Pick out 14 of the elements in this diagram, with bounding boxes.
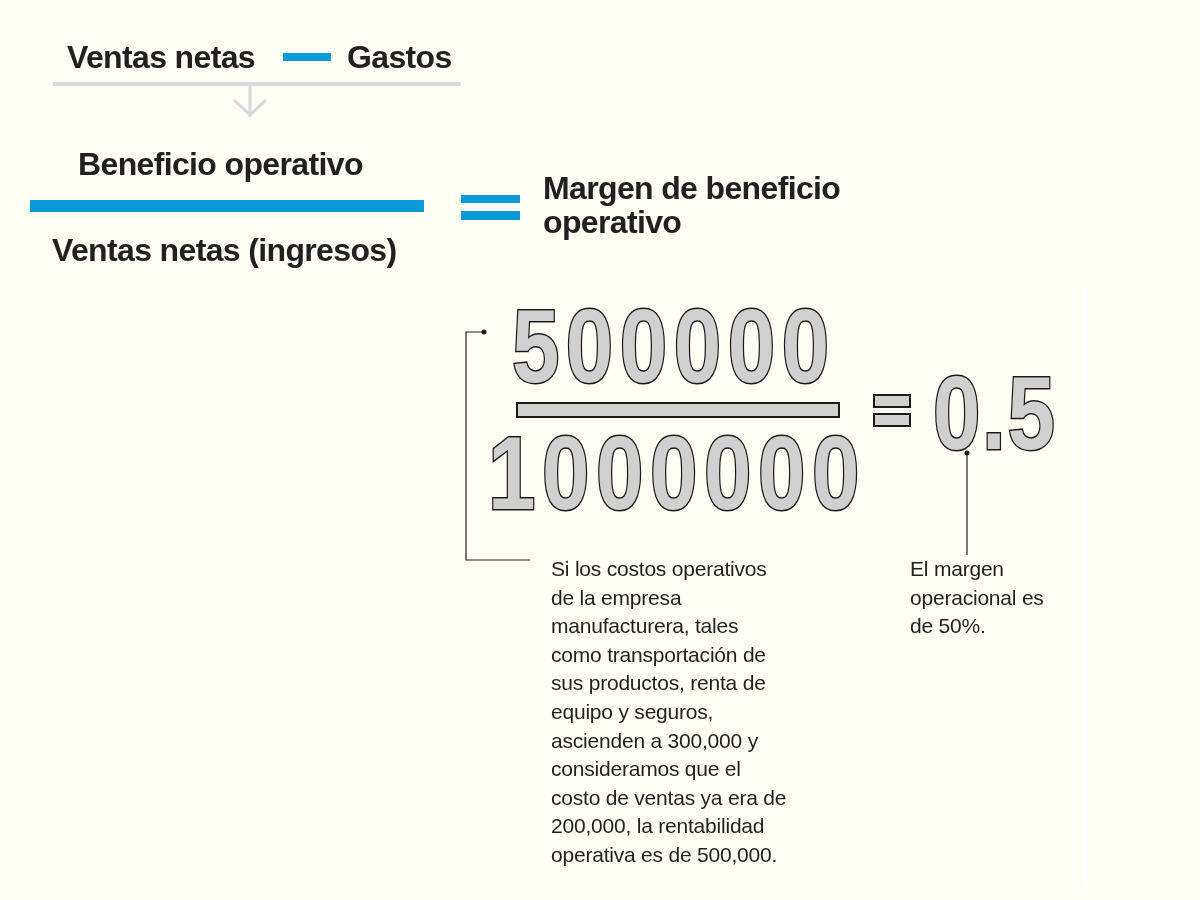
result-number: 0.5 <box>933 373 1057 453</box>
leader-line <box>964 450 970 556</box>
denominator-number: 1000000 <box>488 433 866 513</box>
fraction-bar <box>516 402 840 418</box>
numerator-label: Beneficio operativo <box>78 117 363 183</box>
note-text: El margen operacional es de 50%. <box>910 555 1056 641</box>
result-label: Margen de beneficio operativo <box>543 171 863 239</box>
term-label: Ventas netas <box>67 38 255 76</box>
numerator-number: 500000 <box>484 306 836 386</box>
note-text: Si los costos operativos de la empresa manufacturera, tales como transportación de sus productos, renta de equipo y seguros, ascienden a 300,000 y consideramos que el costo de ventas ya era de 200,000, la rentabilidad operativa es de 500,000. <box>530 555 791 870</box>
arrow <box>232 86 268 117</box>
leader-line <box>465 329 531 561</box>
denominator-label: Ventas netas (ingresos) <box>52 231 397 269</box>
term-label: Gastos <box>347 38 452 76</box>
